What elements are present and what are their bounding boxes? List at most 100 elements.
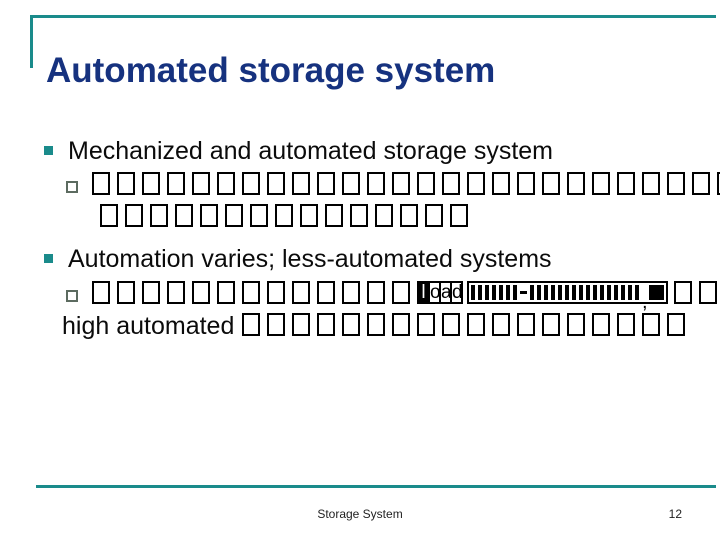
missing-glyph-box [200, 204, 218, 227]
missing-glyph-box [142, 281, 160, 304]
missing-glyph-box [617, 313, 636, 336]
glyph-bar [635, 285, 639, 300]
glyph-bar [586, 285, 590, 300]
missing-glyph-box [492, 172, 510, 195]
missing-glyph-box [292, 172, 310, 195]
missing-glyph-box [375, 204, 393, 227]
missing-glyph-box [592, 313, 611, 336]
missing-glyph-box [717, 172, 720, 195]
missing-glyph-box [292, 281, 310, 304]
glyph-bar [471, 285, 475, 300]
glyph-bar [614, 285, 618, 300]
solid-glyph-block [649, 285, 664, 300]
missing-glyph-box [300, 204, 318, 227]
glyph-bar [478, 285, 482, 300]
missing-glyph-box [167, 172, 185, 195]
missing-glyph-box [292, 313, 311, 336]
sub-bullet-line-1 [66, 172, 720, 195]
missing-glyph-box [192, 172, 210, 195]
glyph-bar [551, 285, 555, 300]
missing-glyph-box [517, 313, 536, 336]
missing-glyph-box [192, 281, 210, 304]
missing-glyph-box [692, 172, 710, 195]
sub-bullet-line-2-wrap: high automated [62, 313, 692, 340]
missing-glyph-box [142, 172, 160, 195]
missing-glyph-box [175, 204, 193, 227]
missing-glyph-box [392, 313, 411, 336]
missing-glyph-box [100, 204, 118, 227]
missing-glyph-box [674, 281, 692, 304]
missing-glyph-box [225, 204, 243, 227]
missing-glyph-box [317, 281, 335, 304]
glyph-bar [530, 285, 534, 300]
missing-glyph-box [425, 204, 443, 227]
bullet-item-1: Mechanized and automated storage system [44, 136, 553, 166]
glyph-bar [607, 285, 611, 300]
missing-glyph-box [367, 313, 386, 336]
missing-glyph-box [325, 204, 343, 227]
missing-glyph-box [392, 172, 410, 195]
glyph-bar [558, 285, 562, 300]
missing-glyph-box [392, 281, 410, 304]
missing-glyph-box [542, 313, 561, 336]
hyphen-mark [520, 291, 527, 294]
bullet-text: Mechanized and automated storage system [68, 137, 553, 165]
bullet-item-2: Automation varies; less-automated system… [44, 244, 552, 274]
missing-glyph-box [342, 313, 361, 336]
missing-glyph-box [250, 204, 268, 227]
glyph-bar [544, 285, 548, 300]
missing-glyph-box [275, 204, 293, 227]
glyph-bar [565, 285, 569, 300]
glyph-bar [579, 285, 583, 300]
glyph-bar [513, 285, 517, 300]
missing-glyph-box [592, 172, 610, 195]
missing-glyph-box [492, 313, 511, 336]
condensed-missing-glyph-band: , [467, 281, 668, 313]
missing-glyph-box [150, 204, 168, 227]
sub-bullet-line-1-wrap [100, 204, 475, 227]
glyph-bar [506, 285, 510, 300]
missing-glyph-box [642, 313, 661, 336]
missing-glyph-box [667, 172, 685, 195]
missing-glyph-box [125, 204, 143, 227]
missing-glyph-box [667, 313, 686, 336]
missing-glyph-box [542, 172, 560, 195]
missing-glyph-box [442, 172, 460, 195]
missing-glyph-box [267, 172, 285, 195]
missing-glyph-box [450, 204, 468, 227]
missing-glyph-box [417, 313, 436, 336]
glyph-bar [485, 285, 489, 300]
glyph-bar [499, 285, 503, 300]
missing-glyph-box [417, 172, 435, 195]
sub-bullet-square-icon [66, 290, 78, 302]
missing-glyph-box [217, 281, 235, 304]
missing-glyph-box [267, 313, 286, 336]
missing-glyph-box [567, 172, 585, 195]
glyph-bar [572, 285, 576, 300]
missing-glyph-box [442, 313, 461, 336]
missing-glyph-box [699, 281, 717, 304]
missing-glyph-box [317, 313, 336, 336]
missing-glyph-run [100, 204, 475, 227]
missing-glyph-run [92, 172, 720, 195]
footer-divider-line [36, 485, 716, 488]
title-accent-line [30, 15, 33, 68]
glyph-bar [537, 285, 541, 300]
missing-glyph-box [617, 172, 635, 195]
missing-glyph-box [167, 281, 185, 304]
missing-glyph-box [117, 172, 135, 195]
missing-glyph-box [242, 281, 260, 304]
glyph-bar [628, 285, 632, 300]
missing-glyph-box [467, 172, 485, 195]
missing-glyph-box [342, 172, 360, 195]
missing-glyph-box [567, 313, 586, 336]
comma-mark: , [642, 290, 648, 313]
missing-glyph-box [467, 313, 486, 336]
missing-glyph-box [400, 204, 418, 227]
footer-label: Storage System [317, 507, 403, 521]
sub-bullet-square-icon [66, 181, 78, 193]
glyph-box: d [450, 281, 463, 304]
bullet-square-icon [44, 254, 53, 263]
